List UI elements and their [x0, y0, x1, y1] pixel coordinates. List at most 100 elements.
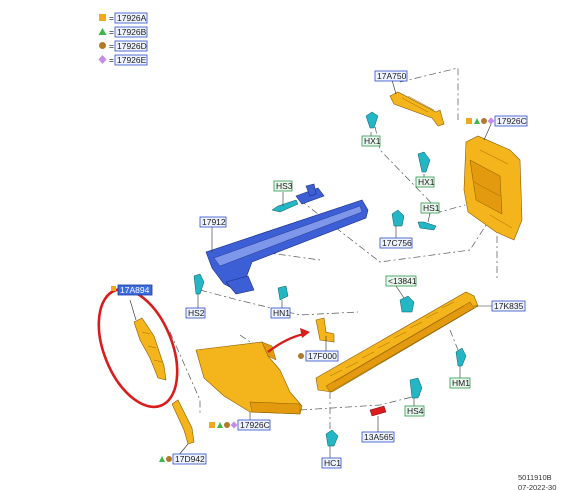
legend-equals: =: [109, 41, 114, 51]
label-box: [385, 275, 417, 287]
screw-icon: [417, 151, 431, 173]
legend-code[interactable]: 17926E: [117, 55, 147, 65]
corner-cover-edge: [249, 401, 301, 415]
label-13841[interactable]: <13841: [385, 275, 417, 287]
label-17926c-bottom[interactable]: 17926C: [209, 419, 271, 431]
label-17k835[interactable]: 17K835: [491, 300, 526, 312]
label-box: [273, 180, 293, 192]
circle-marker-icon: [166, 456, 172, 462]
legend-code[interactable]: 17926D: [117, 41, 147, 51]
bolt-icon: [409, 377, 423, 399]
legend-diamond-swatch: [98, 55, 107, 64]
label-text: 17926C: [497, 116, 527, 126]
step-pad-texture: [333, 305, 465, 383]
label-text: HS4: [407, 406, 424, 416]
corner-cover-left: [195, 341, 303, 415]
legend-equals: =: [109, 27, 114, 37]
legend-code-box: [114, 12, 148, 24]
triangle-marker-icon: [217, 422, 223, 428]
fastener-hs4: [409, 377, 423, 399]
corner-bracket-right: [463, 135, 523, 241]
label-box: [185, 307, 206, 319]
trim-strip-body: [133, 317, 167, 381]
label-17912[interactable]: 17912: [199, 216, 227, 228]
label-hs3[interactable]: HS3: [273, 180, 293, 192]
step-pad: [315, 291, 479, 393]
fastener-hn1: [277, 285, 289, 301]
beam-bracket-tab: [305, 183, 317, 197]
assembly-line: [371, 111, 466, 213]
label-box: [404, 405, 425, 417]
arrow-head-icon: [300, 328, 310, 338]
label-17a894[interactable]: 17A894: [111, 284, 153, 296]
label-box: [494, 115, 528, 127]
label-box: [491, 300, 526, 312]
leader: [391, 79, 397, 95]
corner-bracket-face: [469, 159, 503, 215]
label-17a750[interactable]: 17A750: [374, 70, 408, 82]
screw-icon: [455, 347, 467, 367]
assembly-line: [449, 329, 461, 356]
leader: [129, 299, 137, 321]
label-hx1-b[interactable]: HX1: [415, 176, 435, 188]
label-hs2[interactable]: HS2: [185, 307, 206, 319]
fastener-hx1-b: [417, 151, 431, 173]
label-hc1[interactable]: HC1: [321, 457, 342, 469]
assembly-line: [169, 331, 201, 413]
label-text: HS1: [423, 203, 440, 213]
label-box: [379, 237, 413, 249]
screw-icon: [365, 111, 379, 129]
bolt-icon: [193, 273, 205, 295]
legend-code[interactable]: 17926B: [117, 27, 147, 37]
legend-code[interactable]: 17926A: [117, 13, 147, 23]
legend-item-triangle: = 17926B: [98, 26, 148, 38]
label-text: HC1: [324, 458, 341, 468]
triangle-marker-icon: [474, 118, 480, 124]
legend-triangle-swatch: [98, 28, 107, 35]
highlight-arrow: [267, 328, 310, 353]
label-13a565[interactable]: 13A565: [361, 431, 395, 443]
label-17c756[interactable]: 17C756: [379, 237, 413, 249]
legend-equals: =: [109, 55, 114, 65]
trim-strip-ribs: [141, 331, 163, 363]
highlight-circle: [97, 287, 179, 409]
label-text: 17D942: [175, 454, 205, 464]
nut-icon: [277, 285, 289, 301]
label-17d942[interactable]: 17D942: [159, 453, 207, 465]
square-marker-icon: [466, 118, 472, 124]
label-box: [449, 377, 471, 389]
reinforcement-beam: [205, 183, 369, 295]
label-box: [420, 202, 440, 214]
clip-icon: [391, 209, 405, 227]
square-marker-icon: [111, 286, 116, 291]
label-box: [361, 431, 395, 443]
label-text: HS3: [276, 181, 293, 191]
fastener-hs3: [271, 199, 299, 213]
label-hx1-a[interactable]: HX1: [361, 135, 381, 147]
legend-item-diamond: = 17926E: [98, 54, 148, 66]
label-hn1[interactable]: HN1: [270, 307, 291, 319]
label-17f000[interactable]: 17F000: [298, 350, 339, 362]
label-text: 17F000: [308, 351, 337, 361]
bolt-icon: [271, 199, 299, 213]
label-text: 17A894: [120, 285, 150, 295]
legend: = 17926A = 17926B = 17926D = 17926E: [98, 12, 148, 66]
label-box: [270, 307, 291, 319]
label-17926c-top[interactable]: 17926C: [466, 115, 528, 127]
label-hm1[interactable]: HM1: [449, 377, 471, 389]
step-pad-body: [315, 291, 479, 393]
bracket-body: [389, 91, 445, 127]
label-hs4[interactable]: HS4: [404, 405, 425, 417]
label-text: HM1: [452, 378, 470, 388]
assembly-line: [299, 394, 421, 411]
bolt-icon: [417, 221, 437, 231]
label-text: 13A565: [364, 432, 394, 442]
red-insert-13a565: [369, 405, 387, 417]
label-box: [237, 419, 271, 431]
legend-square-swatch: [99, 14, 106, 21]
label-hs1[interactable]: HS1: [420, 202, 440, 214]
label-text: HS2: [188, 308, 205, 318]
legend-code-box: [114, 40, 148, 52]
